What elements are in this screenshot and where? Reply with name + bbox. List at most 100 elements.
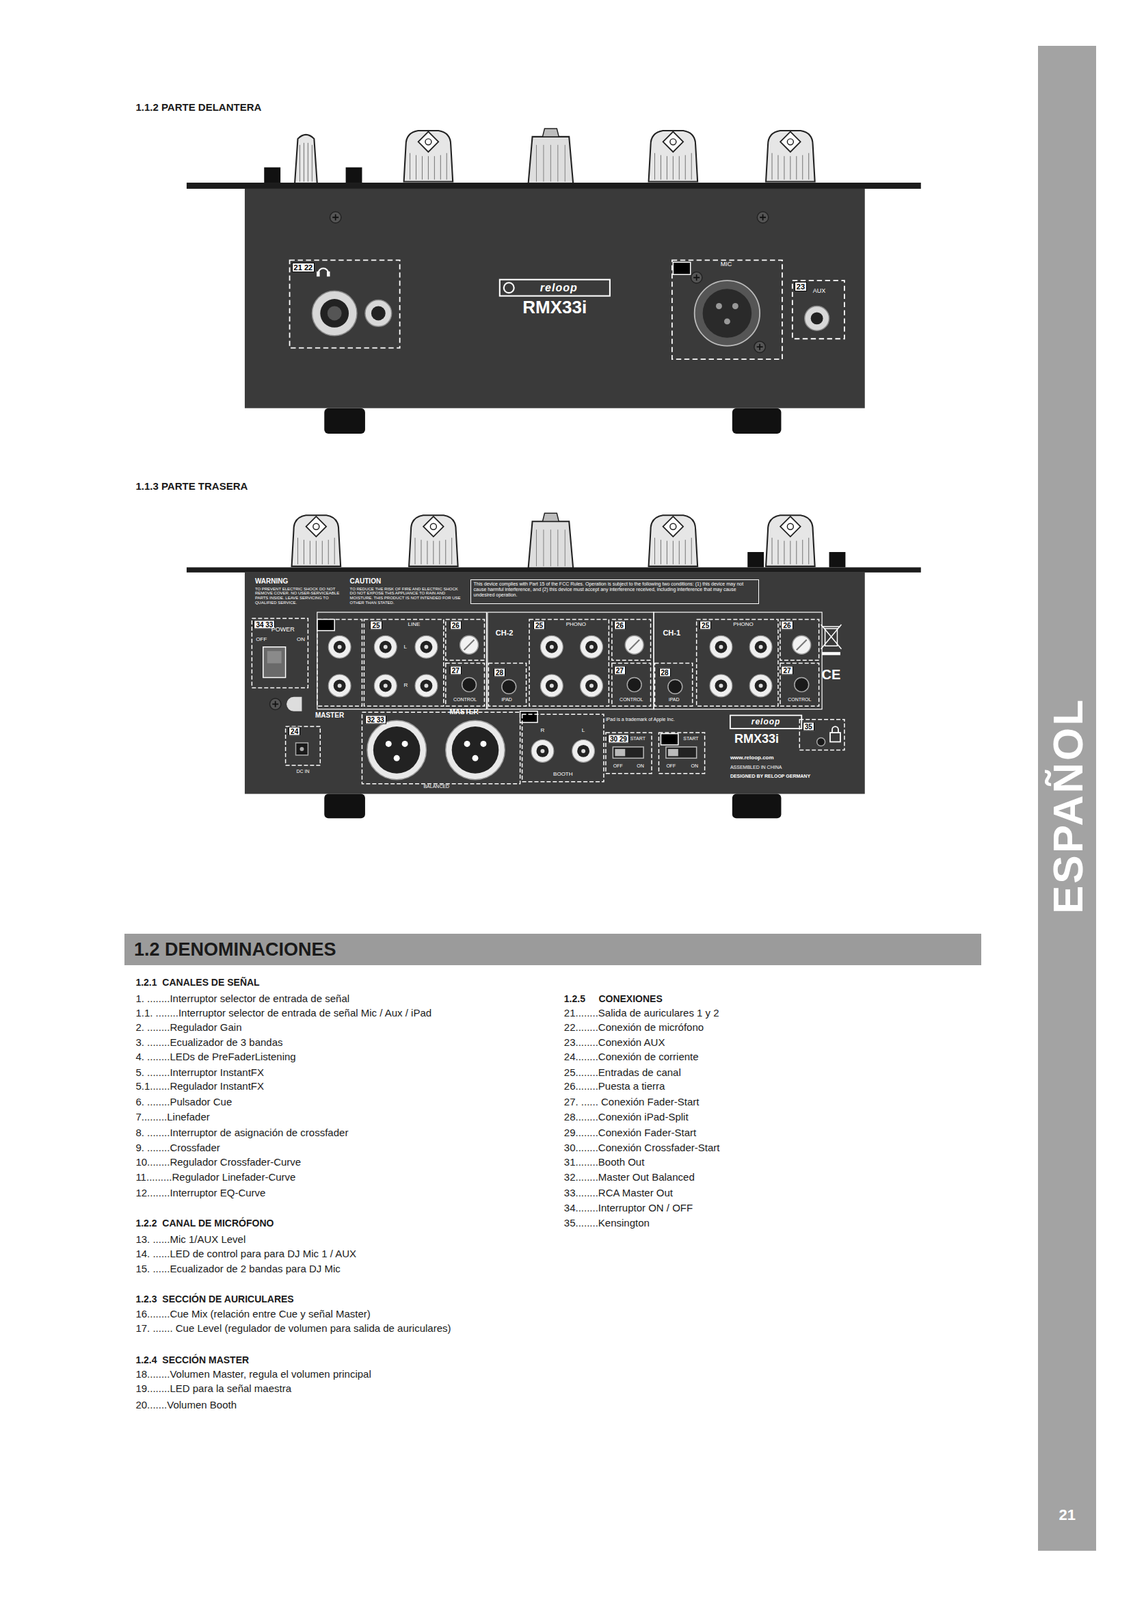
list-item: 31........Booth Out	[564, 1155, 645, 1168]
callout-number: 27	[614, 665, 626, 675]
panel-label: BOOTH	[553, 770, 573, 777]
list-item: 6. ........Pulsador Cue	[135, 1095, 232, 1108]
list-item: 20.......Volumen Booth	[135, 1398, 237, 1410]
list-heading: 1.2.3 SECCIÓN DE AURICULARES	[135, 1293, 294, 1305]
list-item: 1.1. ........Interruptor selector de ent…	[135, 1006, 432, 1019]
callout-number: 35	[802, 721, 815, 731]
panel-label: START	[630, 735, 646, 742]
list-item: 23........Conexión AUX	[564, 1036, 666, 1049]
section-heading: 1.1.3 PARTE TRASERA	[135, 480, 248, 493]
callout-number: 25	[533, 620, 545, 630]
brand-logo: reloop	[751, 717, 781, 727]
panel-label: OFF	[255, 636, 267, 643]
callout-number: 25	[699, 620, 712, 630]
section-heading: 1.1.2 PARTE DELANTERA	[135, 101, 262, 113]
node-text: This device complies with Part 15 of the…	[473, 581, 756, 598]
node-text: 1.2 DENOMINACIONES	[124, 933, 982, 965]
list-heading: 1.2.2 CANAL DE MICRÓFONO	[135, 1217, 274, 1229]
panel-label: DESIGNED BY RELOOP GERMANY	[730, 773, 811, 779]
panel-label: L	[581, 726, 585, 734]
callout-number: 26	[780, 620, 793, 630]
list-item: 26........Puesta a tierra	[564, 1080, 666, 1093]
panel-label: www.reloop.com	[730, 754, 775, 762]
list-item: 24........Conexión de corriente	[564, 1050, 699, 1062]
panel-label: ASSEMBLED IN CHINA	[730, 764, 782, 770]
panel-label: R	[404, 682, 409, 689]
list-item: 35........Kensington	[564, 1217, 650, 1229]
list-item: 22........Conexión de micrófono	[564, 1020, 704, 1033]
list-item: 5.1.......Regulador InstantFX	[135, 1080, 264, 1093]
panel-label: BALANCED	[423, 783, 450, 790]
panel-label: CAUTION	[350, 577, 382, 586]
list-item: 21........Salida de auriculares 1 y 2	[564, 1006, 720, 1019]
list-item: 9. ........Crossfader	[135, 1141, 220, 1153]
list-item: 10........Regulador Crossfader-Curve	[135, 1155, 301, 1168]
panel-label: OFF	[666, 763, 676, 769]
callout-number: 32 33	[365, 714, 387, 724]
callout-number: 28	[493, 667, 506, 677]
list-item: 29........Conexión Fader-Start	[564, 1126, 697, 1138]
panel-label: AUX	[813, 287, 827, 295]
list-item: 30........Conexión Crossfader-Start	[564, 1141, 721, 1153]
panel-label: CE	[821, 666, 842, 682]
panel-label: CONTROL	[787, 696, 811, 703]
list-item: 18........Volumen Master, regula el volu…	[135, 1367, 371, 1380]
panel-label: R	[540, 726, 545, 734]
list-heading: 1.2.1 CANALES DE SEÑAL	[135, 976, 260, 988]
callout-number: 25	[369, 620, 382, 630]
panel-label: PHONO	[566, 620, 587, 628]
panel-label: START	[683, 735, 699, 742]
panel-label: iPAD	[501, 696, 512, 703]
list-item: 7.........Linefader	[135, 1110, 210, 1123]
list-item: 13. ......Mic 1/AUX Level	[135, 1232, 246, 1245]
list-heading: 1.2.5 CONEXIONES	[564, 992, 663, 1004]
brand-logo: reloop	[540, 281, 578, 294]
panel-label: MASTER	[315, 711, 344, 720]
panel-label: RMX33i	[734, 730, 779, 746]
callout-number: 26	[449, 620, 462, 630]
panel-label: ON	[690, 763, 699, 769]
list-item: 2. ........Regulador Gain	[135, 1020, 242, 1033]
list-item: 8. ........Interruptor de asignación de …	[135, 1126, 349, 1138]
list-item: 1. ........Interruptor selector de entra…	[135, 992, 350, 1004]
panel-label: CONTROL	[619, 696, 643, 703]
section-band: 1.2 DENOMINACIONES	[124, 933, 982, 965]
fcc-notice-box: This device complies with Part 15 of the…	[470, 579, 760, 604]
panel-label: iPAD	[668, 696, 680, 703]
callout-number: 28	[659, 667, 671, 677]
page-number: 21	[1059, 1505, 1076, 1524]
list-item: 34........Interruptor ON / OFF	[564, 1201, 693, 1214]
panel-label: WARNING	[255, 577, 288, 586]
panel-label: DC IN	[296, 767, 310, 774]
list-item: 28........Conexión iPad-Split	[564, 1110, 689, 1123]
panel-label: ON	[636, 763, 645, 769]
panel-label: CH-2	[495, 627, 514, 637]
panel-label: OFF	[613, 763, 623, 769]
panel-label: TO REDUCE THE RISK OF FIRE AND ELECTRIC …	[350, 586, 465, 606]
panel-label: MIC	[720, 260, 733, 268]
panel-label: POWER	[271, 625, 295, 633]
panel-label: PHONO	[733, 620, 753, 628]
list-item: 3. ........Ecualizador de 3 bandas	[135, 1036, 283, 1049]
list-item: 25........Entradas de canal	[564, 1066, 682, 1078]
callout-number: 27	[780, 665, 793, 675]
callout-number: 21 22	[291, 262, 316, 273]
callout-number: 26	[614, 620, 626, 630]
list-heading: 1.2.4 SECCIÓN MASTER	[135, 1353, 249, 1365]
panel-label: L	[404, 643, 407, 650]
callout-number: 24	[288, 726, 301, 736]
panel-label: CH-1	[662, 627, 681, 637]
list-item: 4. ........LEDs de PreFaderListening	[135, 1050, 296, 1062]
list-item: 19........LED para la señal maestra	[135, 1381, 292, 1394]
list-item: 33........RCA Master Out	[564, 1186, 673, 1199]
list-item: 32........Master Out Balanced	[564, 1170, 695, 1183]
panel-label: ON	[296, 636, 305, 643]
callout-number: 30 29	[607, 733, 630, 743]
list-item: 17. ....... Cue Level (regulador de volu…	[135, 1321, 451, 1334]
callout-number: 23	[794, 281, 807, 292]
panel-label: MASTER	[449, 707, 478, 716]
list-item: 14. ......LED de control para para DJ Mi…	[135, 1247, 357, 1259]
list-item: 5. ........Interruptor InstantFX	[135, 1066, 264, 1078]
callout-number: 27	[449, 665, 462, 675]
